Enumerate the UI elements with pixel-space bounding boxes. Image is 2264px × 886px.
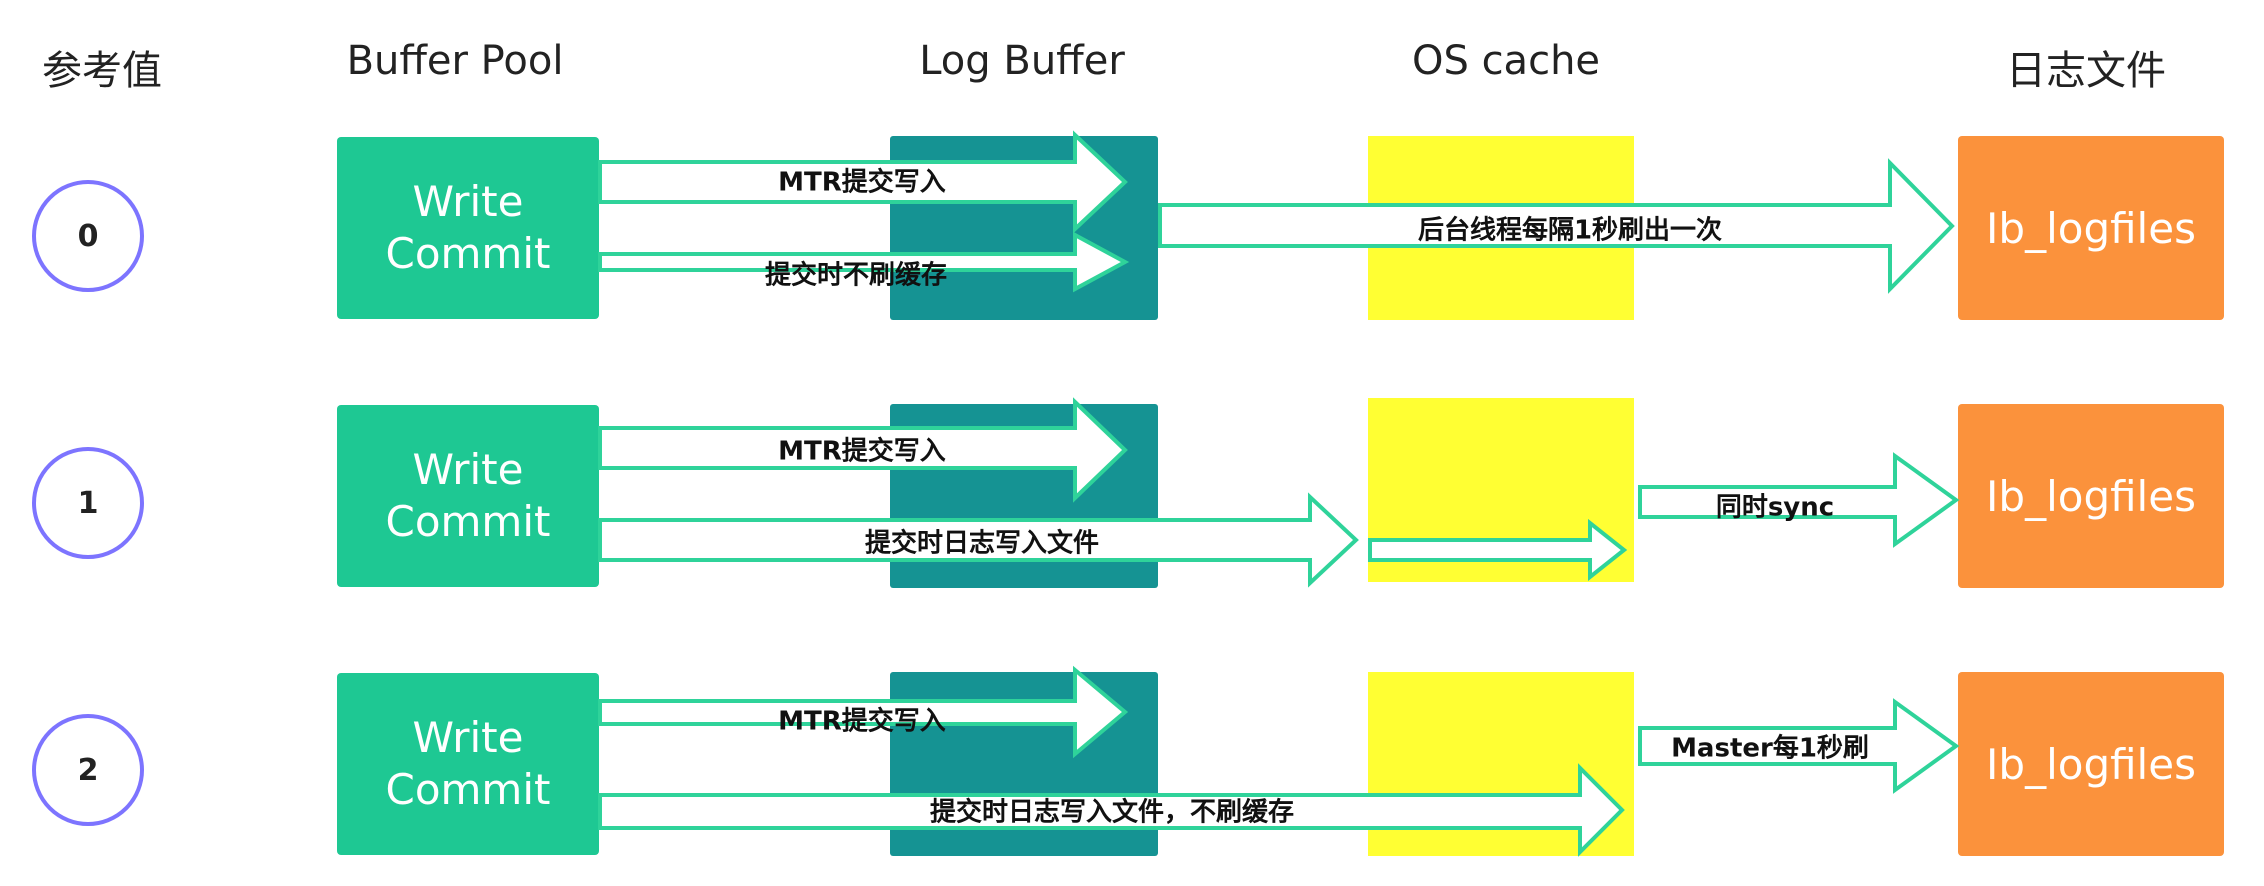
arrow-cache-row1: [1368, 518, 1628, 582]
arrow-label-commit: 提交时日志写入文件，不刷缓存: [929, 797, 1295, 828]
arrow-mtr-row0: [598, 130, 1128, 234]
buffer-pool-write: Write: [412, 713, 524, 762]
buffer-pool-commit: Commit: [385, 765, 551, 814]
param-value-circle: 1: [32, 447, 144, 559]
param-value-circle: 0: [32, 180, 144, 292]
buffer-pool-write: Write: [412, 177, 524, 226]
header-buffer-pool: Buffer Pool: [346, 38, 564, 84]
arrow-flush-row2: [1638, 698, 1960, 794]
arrow-label-commit: 提交时不刷缓存: [764, 260, 948, 291]
param-value-circle: 2: [32, 714, 144, 826]
arrow-label-commit: 提交时日志写入文件: [864, 528, 1100, 559]
buffer-pool-box: Write Commit: [337, 673, 599, 855]
arrow-label-mtr: MTR提交写入: [778, 436, 946, 467]
log-file-label: Ib_logfiles: [1986, 471, 2196, 521]
buffer-pool-commit: Commit: [385, 229, 551, 278]
arrow-mtr-row1: [598, 397, 1128, 503]
arrow-label-flush: 同时sync: [1715, 492, 1835, 523]
log-file-box: Ib_logfiles: [1958, 404, 2224, 588]
log-file-label: Ib_logfiles: [1986, 203, 2196, 253]
arrow-commit-row1: [598, 492, 1359, 588]
arrow-flush-row1: [1638, 452, 1960, 548]
arrow-commit-row0: [598, 231, 1130, 293]
arrow-label-flush: Master每1秒刷: [1671, 733, 1869, 764]
arrow-flush-row0: [1158, 158, 1955, 294]
header-log-file: 日志文件: [2006, 48, 2166, 94]
param-value: 2: [77, 752, 99, 788]
log-file-box: Ib_logfiles: [1958, 136, 2224, 320]
arrow-label-mtr: MTR提交写入: [778, 167, 946, 198]
header-os-cache: OS cache: [1411, 38, 1601, 84]
buffer-pool-write: Write: [412, 445, 524, 494]
param-value: 1: [77, 485, 99, 521]
arrow-commit-row2: [598, 763, 1625, 857]
buffer-pool-box: Write Commit: [337, 137, 599, 319]
log-file-box: Ib_logfiles: [1958, 672, 2224, 856]
arrow-label-flush: 后台线程每隔1秒刷出一次: [1417, 215, 1723, 246]
log-file-label: Ib_logfiles: [1986, 739, 2196, 789]
arrow-label-mtr: MTR提交写入: [778, 706, 946, 737]
buffer-pool-box: Write Commit: [337, 405, 599, 587]
arrow-mtr-row2: [598, 665, 1129, 759]
buffer-pool-commit: Commit: [385, 497, 551, 546]
header-param: 参考值: [42, 48, 162, 94]
param-value: 0: [77, 218, 99, 254]
header-log-buffer: Log Buffer: [919, 38, 1125, 84]
